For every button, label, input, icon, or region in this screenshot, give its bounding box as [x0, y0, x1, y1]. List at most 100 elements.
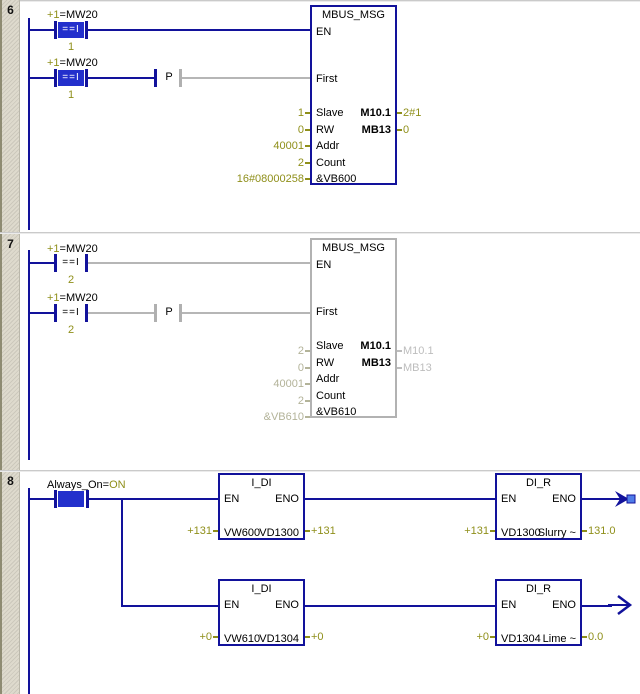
contact-operand-name: =MW20: [59, 292, 98, 304]
output-value[interactable]: +0: [311, 631, 324, 643]
function-block-mbus-msg[interactable]: MBUS_MSG EN First Slave M10.1 RW MB13 Ad…: [310, 238, 397, 418]
contact-compare-operand[interactable]: 2: [67, 274, 75, 286]
contact-runtime-value: ON: [109, 479, 126, 491]
network-separator: [0, 232, 640, 234]
network-separator: [20, 0, 640, 2]
param-value[interactable]: +0: [199, 631, 212, 643]
output-value[interactable]: 0: [403, 124, 410, 136]
pin-slave: Slave: [316, 107, 344, 119]
output-value[interactable]: +131: [311, 525, 336, 537]
wire: [121, 605, 218, 607]
function-block-i-di[interactable]: I_DI EN ENO VW610 VD1304: [218, 579, 305, 646]
edge-contact-bar: [154, 69, 157, 87]
param-value[interactable]: 2: [297, 345, 304, 357]
output-value[interactable]: 2#1: [403, 107, 422, 119]
pin-tick: [305, 367, 310, 369]
wire: [30, 29, 54, 31]
pin-addr: Addr: [316, 140, 340, 152]
pin-output-operand: VD1304: [259, 633, 299, 645]
compare-contact-equal[interactable]: ==I: [62, 307, 80, 318]
pin-rw: RW: [316, 357, 335, 369]
pin-tick: [213, 530, 218, 532]
wire: [582, 498, 610, 500]
contact-runtime-value: +1: [47, 292, 60, 304]
param-value[interactable]: 0: [297, 124, 304, 136]
pin-eno: ENO: [552, 599, 576, 611]
compare-contact-bar: [54, 21, 57, 39]
output-value[interactable]: M10.1: [403, 345, 434, 357]
edge-contact-bar: [179, 69, 182, 87]
pin-eno: ENO: [552, 493, 576, 505]
contact-compare-operand[interactable]: 1: [67, 41, 75, 53]
network-number-8[interactable]: 8: [7, 474, 14, 488]
pin-tick: [490, 636, 495, 638]
branch-wire: [121, 498, 123, 607]
contact-compare-operand[interactable]: 2: [67, 324, 75, 336]
output-value[interactable]: MB13: [403, 362, 432, 374]
pin-tick: [305, 400, 310, 402]
param-value[interactable]: 16#08000258: [236, 173, 304, 185]
param-value[interactable]: 2: [297, 157, 304, 169]
block-title: DI_R: [525, 583, 552, 595]
pin-tick: [305, 145, 310, 147]
wire: [88, 77, 154, 79]
function-block-i-di[interactable]: I_DI EN ENO VW600 VD1300: [218, 473, 305, 540]
param-value[interactable]: +0: [476, 631, 489, 643]
wire: [88, 312, 154, 314]
param-value[interactable]: 1: [297, 107, 304, 119]
pin-count: Count: [316, 157, 346, 169]
network-number-7[interactable]: 7: [7, 237, 14, 251]
param-value[interactable]: 40001: [273, 140, 304, 152]
compare-contact-bar: [54, 304, 57, 322]
pin-first: First: [316, 73, 338, 85]
output-value[interactable]: 131.0: [588, 525, 616, 537]
contact-bar: [54, 490, 57, 508]
continuation-arrow: [606, 491, 636, 507]
pin-tick: [582, 530, 587, 532]
pin-tick: [305, 162, 310, 164]
pin-eno: ENO: [275, 599, 299, 611]
contact-operand-name: =MW20: [59, 57, 98, 69]
pin-tick: [305, 416, 310, 418]
compare-contact-equal[interactable]: ==I: [58, 22, 84, 38]
function-block-mbus-msg[interactable]: MBUS_MSG EN First Slave M10.1 RW MB13 Ad…: [310, 5, 397, 185]
function-block-di-r[interactable]: DI_R EN ENO VD1300 Slurry ~: [495, 473, 582, 540]
network-number-6[interactable]: 6: [7, 3, 14, 17]
function-block-di-r[interactable]: DI_R EN ENO VD1304 Lime ~: [495, 579, 582, 646]
contact-label: +1=MW20: [47, 57, 98, 69]
pin-out-m10-1: M10.1: [360, 340, 391, 352]
contact-label: Always_On=ON: [47, 479, 126, 491]
pin-en: EN: [501, 599, 517, 611]
param-value[interactable]: 40001: [273, 378, 304, 390]
pin-out-mb13: MB13: [361, 124, 391, 136]
wire: [30, 312, 54, 314]
power-rail: [28, 18, 30, 230]
pin-tick: [397, 367, 402, 369]
contact-compare-operand[interactable]: 1: [67, 89, 75, 101]
wire: [88, 29, 310, 31]
compare-contact-bar: [85, 69, 88, 87]
param-value[interactable]: +131: [187, 525, 212, 537]
param-value[interactable]: &VB610: [263, 411, 304, 423]
param-value[interactable]: 2: [297, 395, 304, 407]
pin-tick: [305, 178, 310, 180]
pin-tick: [213, 636, 218, 638]
network-separator: [0, 470, 640, 472]
normally-open-contact[interactable]: [58, 491, 84, 507]
param-value[interactable]: +131: [464, 525, 489, 537]
compare-contact-equal[interactable]: ==I: [62, 257, 80, 268]
pin-output-operand: Slurry ~: [537, 527, 576, 539]
param-value[interactable]: 0: [297, 362, 304, 374]
continuation-arrow: [608, 595, 633, 615]
wire: [30, 262, 54, 264]
compare-contact-bar: [54, 254, 57, 272]
positive-edge-contact[interactable]: P: [165, 306, 173, 318]
pin-tick: [305, 350, 310, 352]
output-value[interactable]: 0.0: [588, 631, 604, 643]
compare-contact-equal[interactable]: ==I: [58, 70, 84, 86]
pin-en: EN: [224, 493, 240, 505]
positive-edge-contact[interactable]: P: [165, 71, 173, 83]
edge-contact-bar: [154, 304, 157, 322]
block-title: DI_R: [525, 477, 552, 489]
